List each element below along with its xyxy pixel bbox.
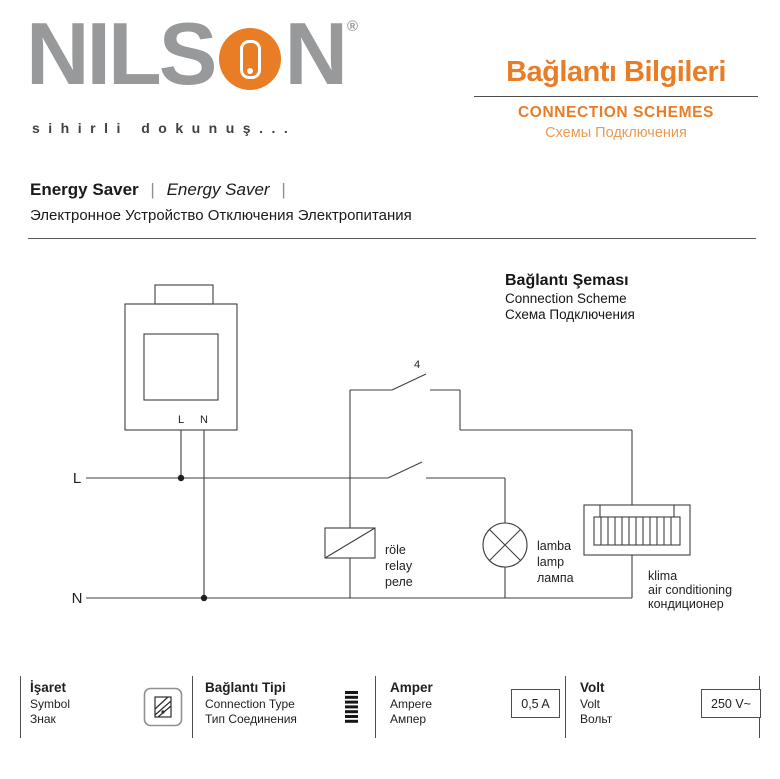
connection-label-en: Connection Type (205, 696, 295, 711)
symbol-label-ru: Знак (30, 712, 56, 727)
connection-type-icon (345, 691, 358, 723)
header-title-english: CONNECTION SCHEMES (518, 104, 714, 121)
ampere-label-tr: Amper (390, 680, 433, 695)
ampere-value: 0,5 A (521, 696, 550, 711)
header-title-turkish: Bağlantı Bilgileri (474, 56, 758, 97)
scheme-title-block: Bağlantı Şeması Connection Scheme Схема … (505, 271, 635, 323)
separator: | (281, 180, 286, 199)
lamp-symbol (482, 478, 528, 598)
ampere-label-ru: Ампер (390, 712, 427, 727)
footer-volt-labels: Volt Volt Вольт (580, 679, 612, 728)
footer-divider (565, 676, 566, 738)
wire-l-label: L (73, 470, 81, 487)
device-terminal-l: L (178, 414, 184, 426)
aircon-label-ru: кондиционер (648, 597, 724, 611)
volt-label-en: Volt (580, 696, 601, 711)
energy-saver-device (124, 284, 238, 598)
footer-divider (192, 676, 193, 738)
scheme-title-turkish: Bağlantı Şeması (505, 272, 629, 289)
product-symbol-icon (143, 687, 183, 727)
device-terminal-n: N (200, 414, 208, 426)
connection-label-ru: Тип Соединения (205, 712, 297, 727)
aircon-label-en: air conditioning (648, 583, 732, 597)
footer-divider (375, 676, 376, 738)
registered-mark: ® (347, 18, 359, 35)
aircon-branch (350, 373, 633, 505)
brand-tagline: sihirli dokunuş... (32, 120, 297, 136)
footer-divider (20, 676, 21, 738)
switch-contact-aircon (391, 373, 427, 391)
ampere-value-box: 0,5 A (511, 689, 560, 718)
air-conditioner-symbol (583, 504, 691, 598)
footer-ampere-labels: Amper Ampere Ампер (390, 679, 433, 728)
volt-value: 250 V~ (711, 696, 751, 711)
wire-l (86, 461, 505, 479)
volt-label-ru: Вольт (580, 712, 613, 727)
junction-dots (177, 474, 208, 602)
wire-n-label: N (72, 590, 83, 607)
volt-value-box: 250 V~ (701, 689, 761, 718)
switch-contact-lamp (387, 461, 423, 479)
symbol-label-tr: İşaret (30, 680, 67, 695)
relay-label-en: relay (385, 559, 413, 573)
energy-card-icon (239, 39, 261, 79)
ampere-label-en: Ampere (390, 696, 433, 711)
logo-o-icon (219, 28, 282, 90)
lamp-label-tr: lamba (537, 539, 571, 553)
connection-scheme-diagram: L N L N 4 röle relay реле lamba lamp лам… (72, 284, 732, 611)
product-name-english: Energy Saver (166, 180, 270, 199)
logo-text-start: NILS (26, 4, 217, 103)
relay-branch (324, 390, 376, 598)
volt-label-tr: Volt (580, 680, 605, 695)
relay-label-ru: реле (385, 575, 413, 589)
connection-schemes-header: Bağlantı Bilgileri CONNECTION SCHEMES Сх… (474, 56, 758, 141)
logo-text-end: N (284, 4, 348, 103)
relay-label-tr: röle (385, 543, 406, 557)
scheme-title-english: Connection Scheme (505, 290, 627, 306)
aircon-label-tr: klima (648, 569, 677, 583)
symbol-label-en: Symbol (30, 696, 71, 711)
product-description-russian: Электронное Устройство Отключения Электр… (30, 207, 412, 224)
lamp-label-ru: лампа (537, 571, 574, 585)
lamp-label-en: lamp (537, 555, 564, 569)
horizontal-rule (28, 238, 756, 239)
product-name-turkish: Energy Saver (30, 180, 139, 199)
footer-connection-labels: Bağlantı Tipi Connection Type Тип Соедин… (205, 679, 297, 728)
product-title-row: Energy Saver | Energy Saver | (30, 180, 293, 200)
footer-symbol-labels: İşaret Symbol Знак (30, 679, 70, 728)
header-title-russian: Схемы Подключения (545, 125, 687, 141)
switch-number-label: 4 (414, 359, 420, 371)
brand-logo: NILS N ® (26, 10, 358, 98)
separator: | (150, 180, 155, 199)
connection-label-tr: Bağlantı Tipi (205, 680, 286, 695)
scheme-title-russian: Схема Подключения (505, 306, 635, 322)
